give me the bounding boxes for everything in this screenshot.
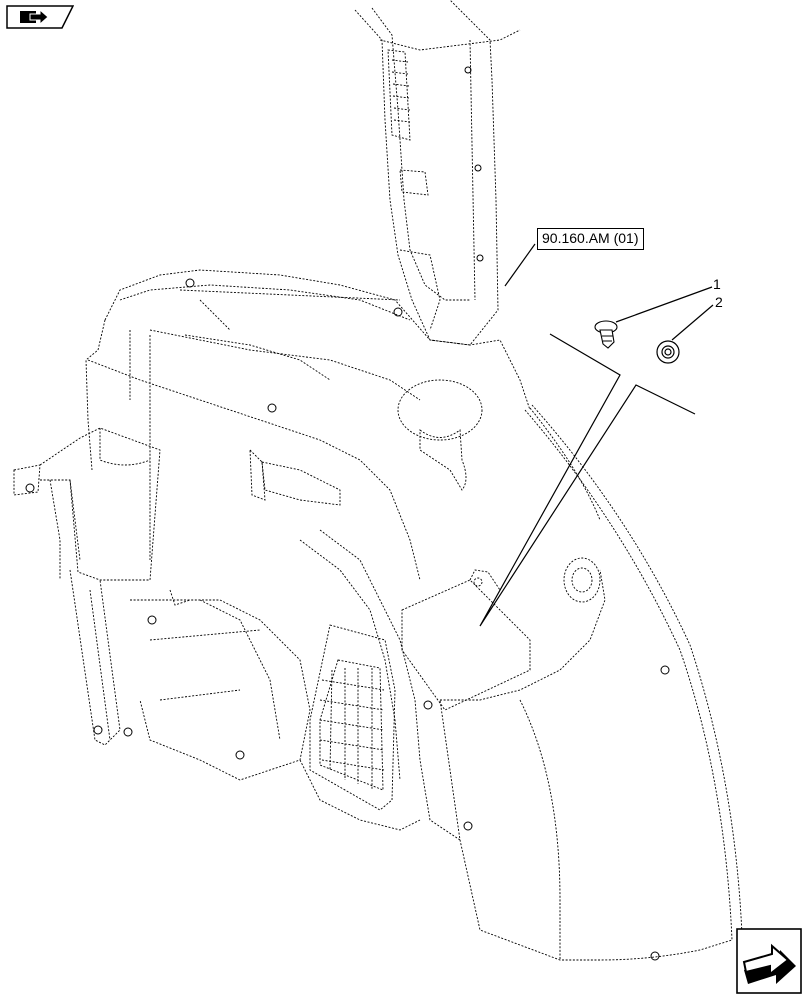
callout-1: 1 [713,276,721,292]
part-2-grommet [656,340,680,364]
leader-lines [479,243,714,627]
callout-2: 2 [715,294,723,310]
reference-box[interactable]: 90.160.AM (01) [537,228,644,251]
wheel-arch [439,404,743,961]
fastener-holes [25,66,670,961]
upright-column [354,0,521,346]
book-arrow-icon[interactable] [6,5,75,29]
console-body [13,269,531,841]
decal-plate [401,569,531,711]
next-page-arrow-icon[interactable] [736,928,802,994]
part-1-clip [594,320,618,349]
